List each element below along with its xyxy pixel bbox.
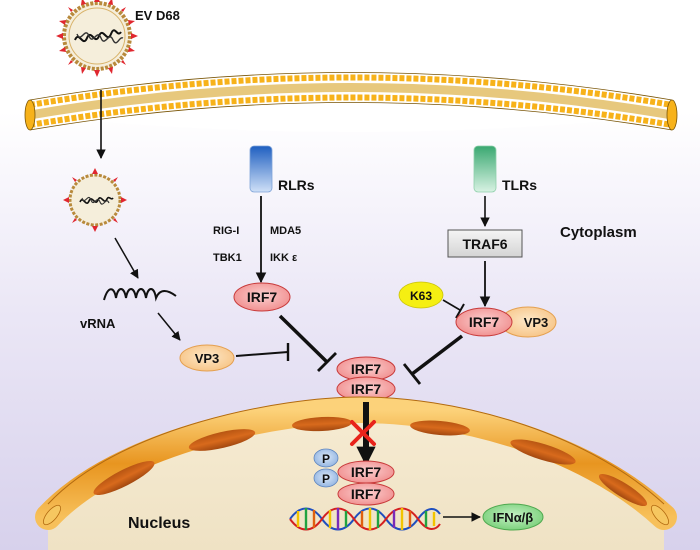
k63-node: K63 — [398, 281, 444, 309]
vrna-strand-icon — [103, 288, 177, 302]
vp3-inhibition-line — [235, 343, 290, 361]
tlrs-label: TLRs — [502, 177, 537, 193]
translation-arrow — [157, 312, 181, 341]
vp3-right-label: VP3 — [524, 315, 549, 330]
phospho-2-label: P — [322, 472, 330, 486]
phospho-1-node: P — [313, 448, 339, 468]
nucleus-label: Nucleus — [128, 515, 190, 532]
irf7-rlr-node: IRF7 — [233, 282, 291, 312]
k63-inhibition-line — [442, 299, 465, 319]
vp3-left-node: VP3 — [179, 344, 235, 372]
traf6-node: TRAF6 — [447, 229, 523, 258]
rlr-receptor-icon — [249, 145, 273, 193]
phospho-1-label: P — [322, 452, 330, 466]
ifn-label: IFNα/β — [493, 510, 534, 525]
irf7-nuc-bottom-label: IRF7 — [351, 486, 382, 502]
vrna-label: vRNA — [80, 316, 116, 331]
plasma-membrane — [24, 72, 678, 131]
cytoplasm-label: Cytoplasm — [560, 224, 637, 241]
cross-mark-icon — [350, 420, 376, 446]
rlr-irf7-inhibition-line — [278, 314, 337, 372]
tlr-receptor-icon — [473, 145, 497, 193]
endocytosed-virus-icon — [63, 168, 127, 232]
irf7-dimer-bottom-label: IRF7 — [351, 381, 382, 397]
mda5-label: MDA5 — [270, 225, 301, 237]
virus-particle-icon — [56, 0, 138, 77]
ikk-epsilon-label: IKK ε — [270, 252, 298, 264]
virus-label: EV D68 — [135, 8, 180, 23]
irf7-tlr-node: IRF7 — [455, 307, 513, 337]
irf7-nuclear-dimer: IRF7 IRF7 — [337, 460, 395, 506]
phospho-2-node: P — [313, 468, 339, 488]
dna-helix-icon — [289, 507, 441, 531]
irf7-dimer: IRF7 IRF7 — [336, 356, 396, 402]
traf6-label: TRAF6 — [462, 236, 507, 252]
ifn-node: IFNα/β — [482, 503, 544, 531]
tbk1-label: TBK1 — [213, 252, 242, 264]
irf7-rlr-label: IRF7 — [247, 289, 278, 305]
rlrs-label: RLRs — [278, 177, 315, 193]
rig-i-label: RIG-I — [213, 225, 239, 237]
vp3-right-node: VP3 — [499, 306, 557, 338]
uncoating-arrow — [114, 237, 139, 279]
k63-label: K63 — [410, 289, 432, 303]
vp3-left-label: VP3 — [195, 351, 220, 366]
irf7-tlr-label: IRF7 — [469, 314, 500, 330]
tlr-irf7-inhibition-line — [402, 334, 464, 385]
irf7-dimer-top-label: IRF7 — [351, 361, 382, 377]
irf7-nuc-top-label: IRF7 — [351, 464, 382, 480]
